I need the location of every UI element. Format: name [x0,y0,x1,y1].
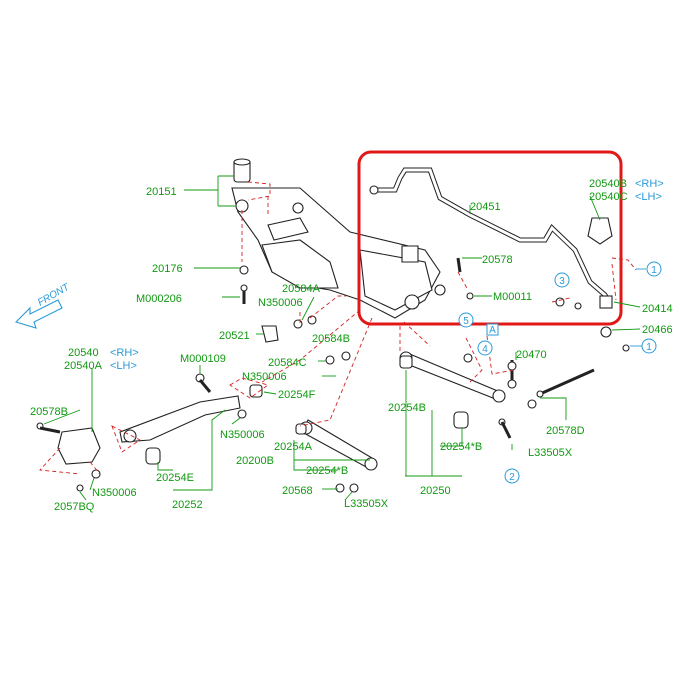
svg-text:5: 5 [463,316,469,327]
label-N350006-left: N350006 [220,429,265,441]
label-20254-star-B-left: 20254*B [306,465,348,477]
label-M000206: M000206 [136,293,182,305]
label-20540A: 20540A [64,360,103,372]
callout-4: 4 [477,340,493,356]
part-labels: 20151 20176 M000206 20584A N350006 20521… [30,178,673,513]
label-20540B-rh: <RH> [635,178,664,190]
label-20176: 20176 [152,263,183,275]
trailing-link-bracket [57,427,101,465]
stabilizer-link [507,360,517,389]
svg-text:A: A [489,325,496,336]
label-20254-star-B-right: 20254*B [440,441,482,453]
label-20254E: 20254E [156,472,194,484]
leader-lines [43,175,641,501]
label-20451: 20451 [470,201,501,213]
label-20540: 20540 [68,347,99,359]
label-20151: 20151 [146,186,177,198]
label-20568: 20568 [282,485,313,497]
label-20254F: 20254F [278,389,316,401]
rear-crossmember [231,187,446,319]
callout-3: 3 [554,272,570,288]
label-20584B: 20584B [312,333,350,345]
dashed-group-lines [39,181,637,475]
label-20414: 20414 [642,303,673,315]
label-20540C: 20540C [589,191,628,203]
callout-5: 5 [458,312,474,328]
lateral-link-front [399,351,506,403]
trailing-link [119,395,241,465]
label-20578: 20578 [482,254,513,266]
label-L33505X-left: L33505X [344,498,389,510]
front-arrow: FRONT [14,281,72,329]
label-20578D: 20578D [546,425,585,437]
stabilizer-bracket [587,217,613,309]
svg-text:3: 3 [559,276,565,287]
svg-text:1: 1 [646,342,652,353]
svg-text:2: 2 [509,472,515,483]
label-20254B: 20254B [388,402,426,414]
label-M00011: M00011 [493,291,532,303]
label-20521: 20521 [219,330,250,342]
label-20466: 20466 [642,324,673,336]
label-20584C: 20584C [268,357,307,369]
label-N350006-bottom: N350006 [92,487,137,499]
bushings [249,325,469,435]
stabilizer-bar [369,167,613,308]
crossmember-bushing [233,158,251,183]
label-20252: 20252 [172,499,203,511]
label-M000109: M000109 [180,353,226,365]
label-2057BQ: 2057BQ [54,501,95,513]
callout-1-right-lower: 1 [630,338,657,354]
svg-text:1: 1 [651,265,657,276]
svg-text:4: 4 [482,344,488,355]
label-20200B: 20200B [236,455,274,467]
label-20540-rh: <RH> [110,347,139,359]
reference-box-a: A [486,323,499,336]
label-20470: 20470 [516,349,547,361]
rod-bolt [536,368,595,398]
callout-2: 2 [504,468,520,484]
label-20254A: 20254A [274,441,313,453]
label-20584A: 20584A [282,283,321,295]
label-N350006-top: N350006 [258,297,303,309]
label-20540B: 20540B [589,178,627,190]
label-20578B: 20578B [30,406,68,418]
label-20540C-lh: <LH> [635,191,662,203]
label-L33505X-right: L33505X [528,447,573,459]
label-N350006-mid: N350006 [242,371,287,383]
label-20250: 20250 [420,485,451,497]
label-20540A-lh: <LH> [110,360,137,372]
callout-1-right-upper: 1 [636,261,662,277]
